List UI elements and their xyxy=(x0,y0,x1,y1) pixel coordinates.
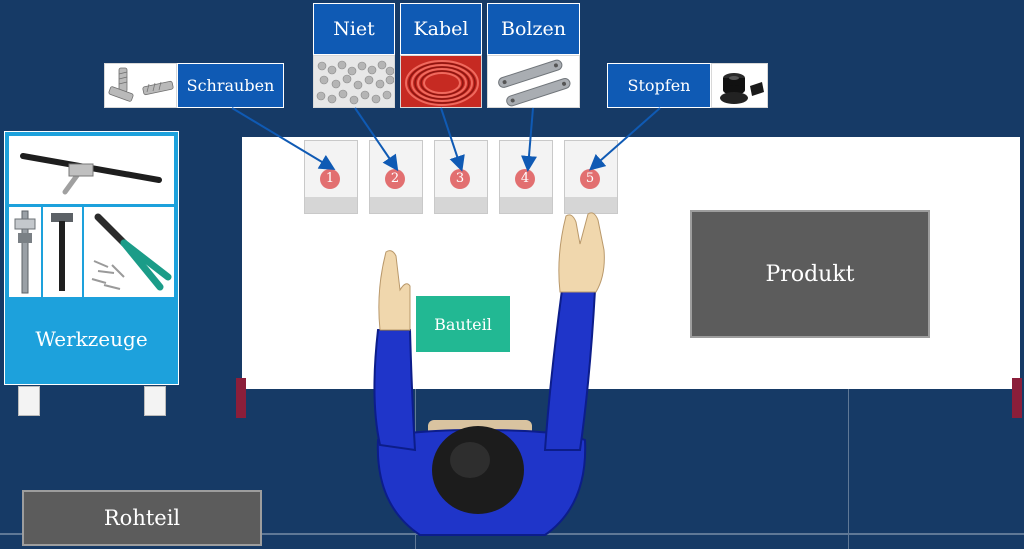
rivets-image xyxy=(313,55,395,108)
label-niet: Niet xyxy=(313,3,395,55)
rivet-gun-icon xyxy=(91,213,172,291)
arrow-kabel xyxy=(440,107,465,172)
rivets-icon xyxy=(314,56,394,107)
rohteil-box[interactable]: Rohteil xyxy=(22,490,262,546)
cabinet-wheel-right xyxy=(144,386,166,416)
caliper-icon xyxy=(14,210,36,294)
tool-cabinet: Werkzeuge xyxy=(4,131,179,385)
bin-number: 3 xyxy=(450,169,470,189)
workbench-leg-right xyxy=(1012,378,1022,418)
bin-number: 1 xyxy=(320,169,340,189)
worker-right-hand xyxy=(558,212,605,293)
tool-panel-caliper[interactable] xyxy=(8,206,42,298)
plugs-image xyxy=(711,63,768,108)
label-kabel: Kabel xyxy=(400,3,482,55)
arrow-bolzen xyxy=(521,107,537,172)
floor-line-vertical-right xyxy=(848,389,849,549)
bolts-icon xyxy=(488,56,579,107)
screws-icon xyxy=(105,64,176,107)
label-bolzen: Bolzen xyxy=(487,3,580,55)
cable-image xyxy=(400,55,482,108)
bolts-image xyxy=(487,55,580,108)
rivet-tool-icon xyxy=(20,153,162,195)
cabinet-wheel-left xyxy=(18,386,40,416)
bin-2[interactable]: 2 xyxy=(369,140,423,214)
hammer-icon xyxy=(51,213,73,291)
tool-panel-rivet-tool[interactable] xyxy=(8,135,175,205)
tool-panel-hammer[interactable] xyxy=(42,206,83,298)
plugs-icon xyxy=(712,64,767,107)
bin-3[interactable]: 3 xyxy=(434,140,488,214)
bin-number: 2 xyxy=(385,169,405,189)
screws-image xyxy=(104,63,177,108)
bauteil-box[interactable]: Bauteil xyxy=(415,295,511,353)
bin-1[interactable]: 1 xyxy=(304,140,358,214)
arrow-niet xyxy=(354,107,399,172)
workbench-leg-left xyxy=(236,378,246,418)
produkt-box[interactable]: Produkt xyxy=(690,210,930,338)
arrow-stopfen xyxy=(589,107,661,171)
bin-4[interactable]: 4 xyxy=(499,140,553,214)
label-stopfen: Stopfen xyxy=(607,63,711,108)
tool-panel-rivet-gun[interactable] xyxy=(83,206,175,298)
worker-left-hand xyxy=(378,250,411,331)
bin-number: 5 xyxy=(580,169,600,189)
cable-icon xyxy=(401,56,481,107)
bin-number: 4 xyxy=(515,169,535,189)
label-schrauben: Schrauben xyxy=(177,63,284,108)
arrow-schrauben xyxy=(231,107,336,171)
label-werkzeuge: Werkzeuge xyxy=(35,327,148,351)
